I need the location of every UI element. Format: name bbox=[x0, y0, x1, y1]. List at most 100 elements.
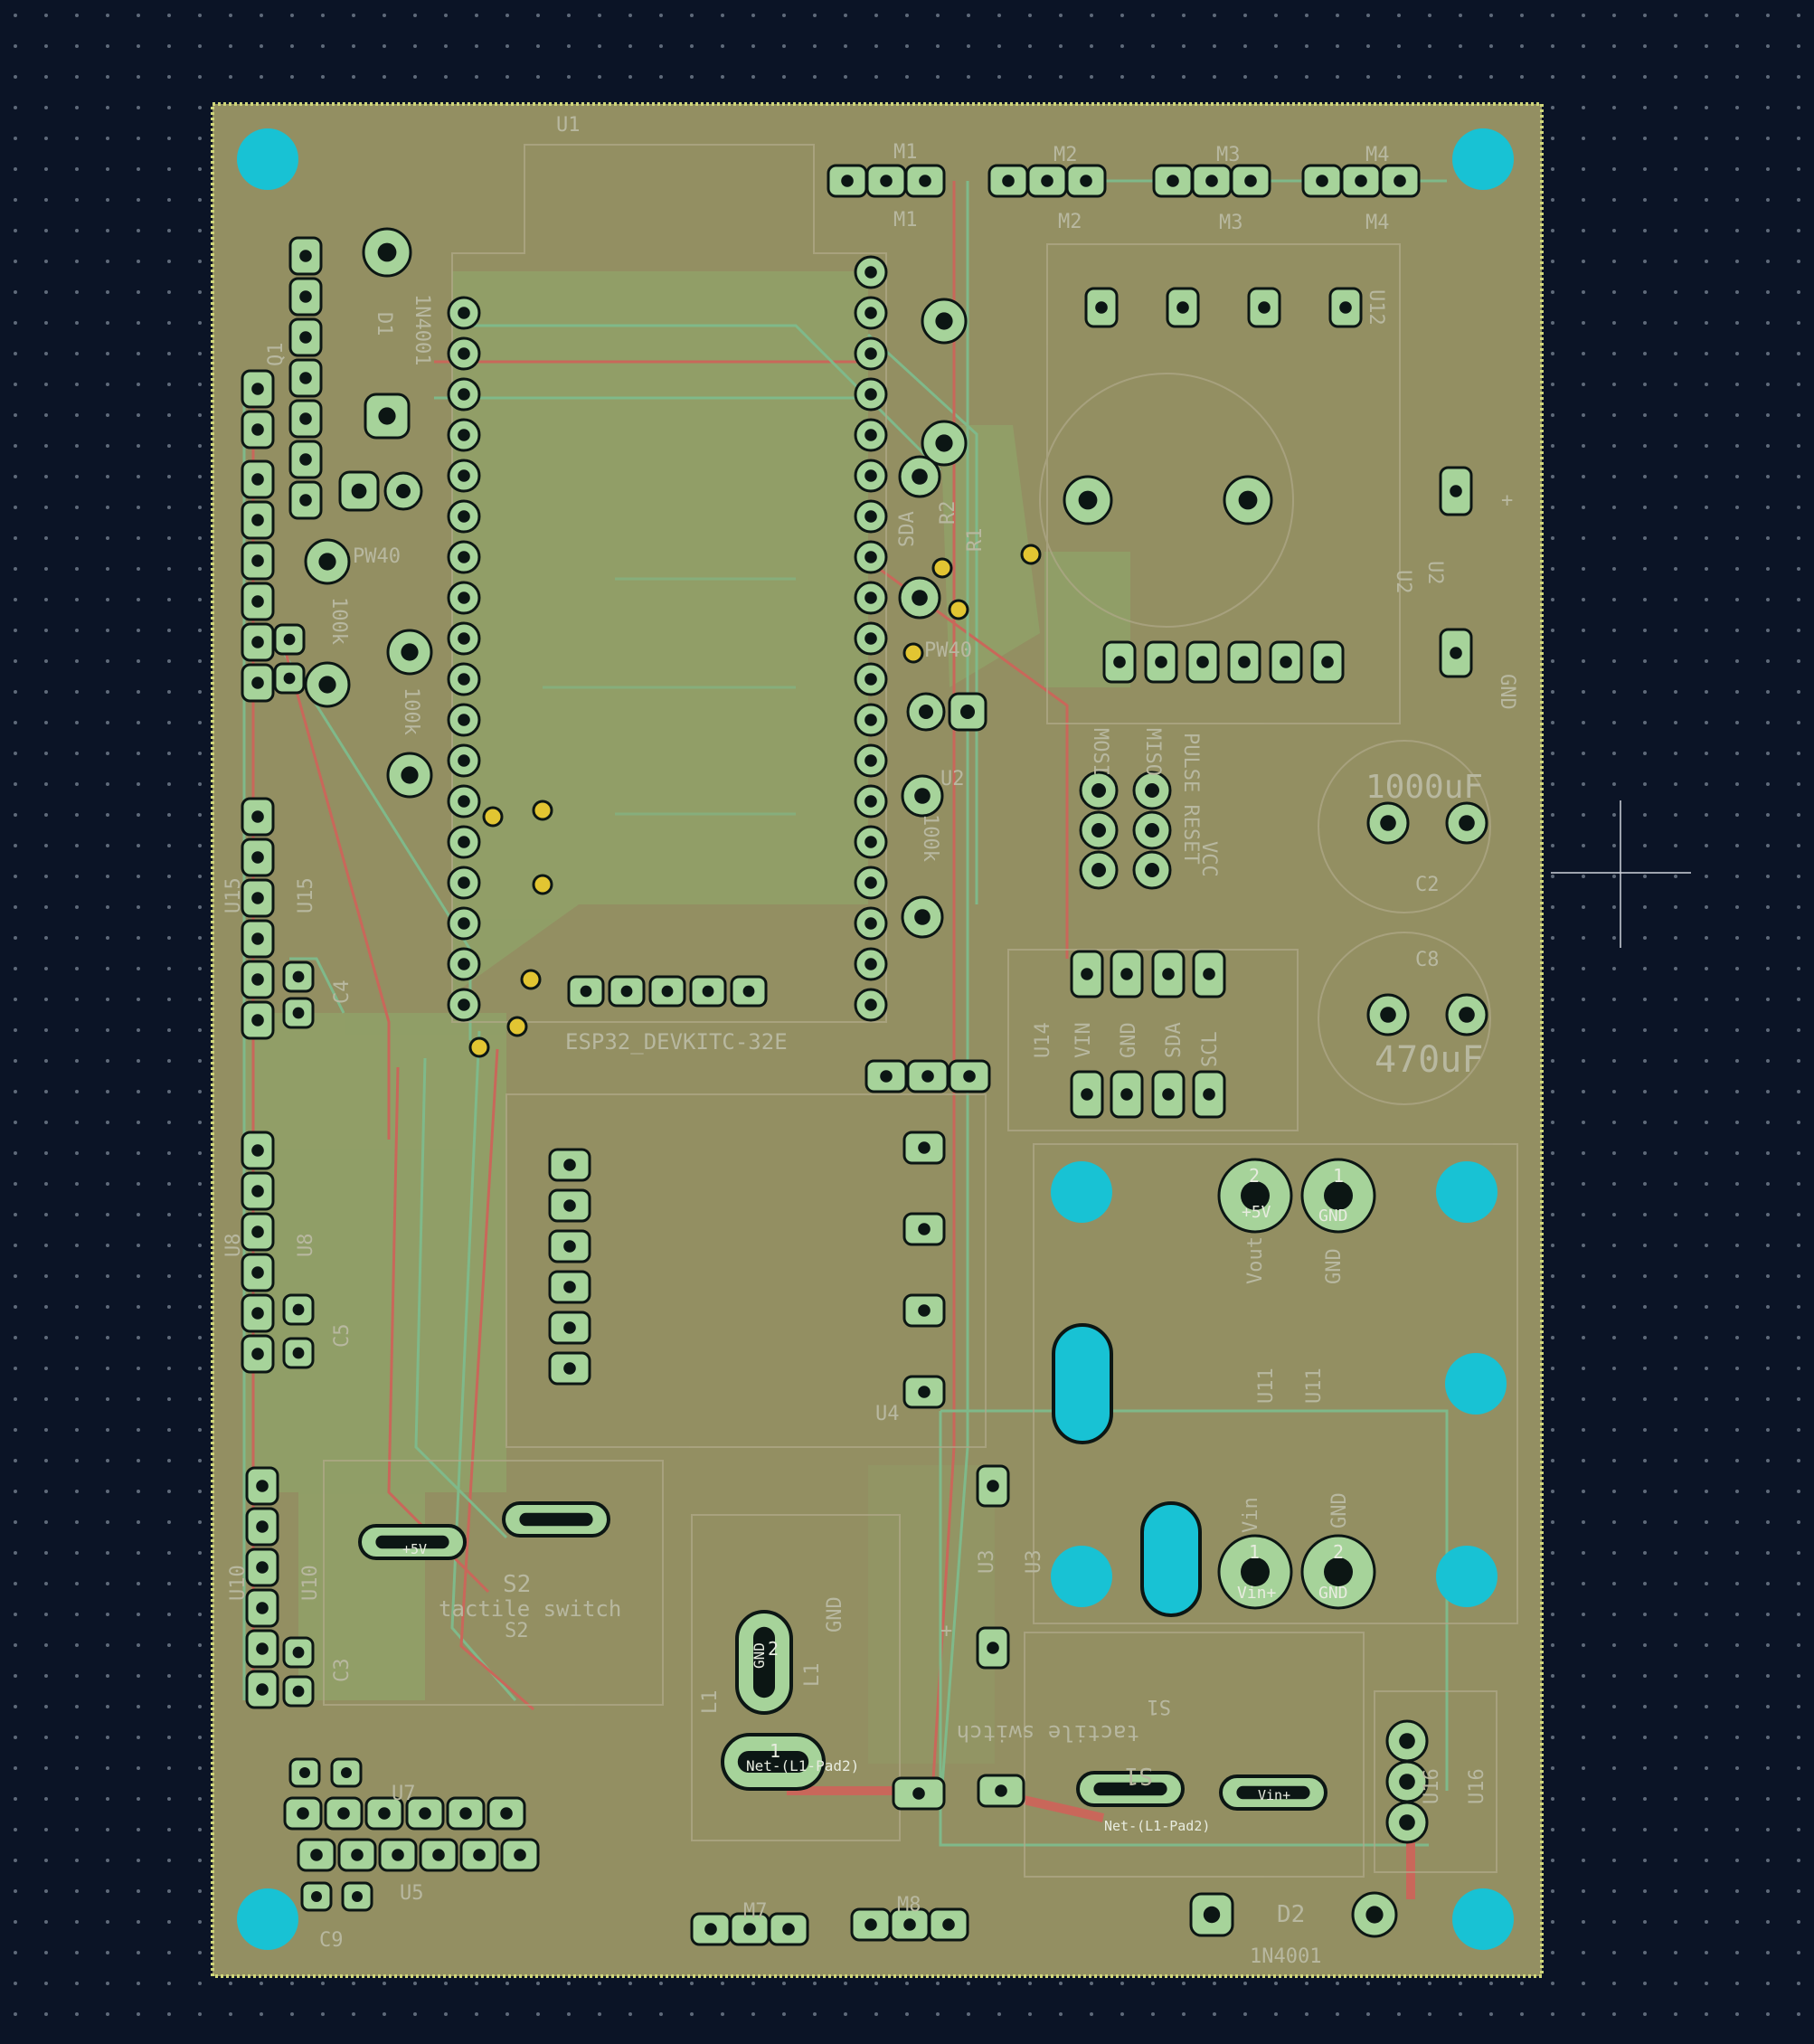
module-pin[interactable] bbox=[1310, 640, 1345, 684]
capacitor-pad[interactable] bbox=[282, 1293, 315, 1326]
capacitor-pad[interactable] bbox=[1366, 993, 1410, 1036]
module-pin[interactable] bbox=[1192, 950, 1226, 998]
resistor-pad[interactable] bbox=[304, 538, 351, 585]
motor-connector-pin[interactable] bbox=[1065, 164, 1107, 198]
module-pin[interactable] bbox=[548, 1188, 591, 1223]
esp32-left-pin[interactable] bbox=[447, 906, 481, 941]
header-pin[interactable] bbox=[288, 317, 323, 357]
resistor-pad[interactable] bbox=[386, 629, 433, 676]
header-pin[interactable] bbox=[241, 1000, 275, 1040]
header-pin[interactable] bbox=[245, 1547, 279, 1587]
transistor-pin[interactable] bbox=[906, 692, 946, 732]
capacitor-pad[interactable] bbox=[1445, 801, 1488, 845]
transistor-pin[interactable] bbox=[948, 692, 987, 732]
module-pin[interactable] bbox=[1070, 1070, 1104, 1119]
connector-pin[interactable] bbox=[1439, 466, 1473, 516]
header-pin[interactable] bbox=[446, 1796, 486, 1831]
header-pin[interactable] bbox=[241, 369, 275, 409]
header-pin[interactable] bbox=[1079, 850, 1119, 890]
fuse-pad[interactable] bbox=[977, 1774, 1025, 1808]
header-pin[interactable] bbox=[1132, 810, 1172, 850]
header-pin[interactable] bbox=[241, 622, 275, 662]
motor-connector-pin[interactable] bbox=[1379, 164, 1421, 198]
header-pin[interactable] bbox=[419, 1838, 458, 1872]
header-pin[interactable] bbox=[245, 1629, 279, 1669]
module-pin[interactable] bbox=[548, 1311, 591, 1345]
capacitor-pad[interactable] bbox=[273, 662, 306, 695]
esp32-right-pin[interactable] bbox=[854, 377, 888, 412]
diode-pad[interactable] bbox=[1189, 1892, 1234, 1937]
module-pin[interactable] bbox=[1151, 1070, 1186, 1119]
header-pin[interactable] bbox=[241, 797, 275, 837]
terminal-pad[interactable] bbox=[1300, 1158, 1376, 1234]
header-pin[interactable] bbox=[364, 1796, 404, 1831]
esp32-right-pin[interactable] bbox=[854, 825, 888, 859]
header-pin[interactable] bbox=[245, 1466, 279, 1506]
header-pin[interactable] bbox=[1132, 850, 1172, 890]
header-pin[interactable] bbox=[906, 1059, 950, 1093]
motor-connector-pin[interactable] bbox=[1026, 164, 1068, 198]
module-pin[interactable] bbox=[1151, 950, 1186, 998]
resistor-pad[interactable] bbox=[304, 661, 351, 708]
header-pin[interactable] bbox=[288, 440, 323, 479]
esp32-left-pin[interactable] bbox=[447, 336, 481, 371]
header-pin[interactable] bbox=[608, 975, 646, 1008]
capacitor-pad[interactable] bbox=[288, 1757, 321, 1788]
header-pin[interactable] bbox=[288, 236, 323, 276]
header-pin[interactable] bbox=[288, 358, 323, 398]
diode-pad[interactable] bbox=[362, 227, 412, 278]
header-pin[interactable] bbox=[1132, 771, 1172, 810]
esp32-left-pin[interactable] bbox=[447, 662, 481, 696]
resistor-pad[interactable] bbox=[898, 455, 941, 498]
regulator-pin[interactable] bbox=[1385, 1719, 1429, 1763]
header-pin[interactable] bbox=[378, 1838, 418, 1872]
motor-connector-pin[interactable] bbox=[827, 164, 868, 198]
header-pin[interactable] bbox=[241, 1212, 275, 1252]
esp32-left-pin[interactable] bbox=[447, 581, 481, 615]
resistor-pad[interactable] bbox=[901, 895, 944, 939]
diode-pad[interactable] bbox=[364, 393, 411, 440]
component-pin[interactable] bbox=[976, 1464, 1010, 1508]
module-pin[interactable] bbox=[1144, 640, 1178, 684]
module-pin[interactable] bbox=[902, 1293, 946, 1328]
motor-connector-pin[interactable] bbox=[928, 1907, 969, 1942]
resistor-pad[interactable] bbox=[921, 298, 968, 345]
esp32-right-pin[interactable] bbox=[854, 947, 888, 981]
esp32-left-pin[interactable] bbox=[447, 743, 481, 778]
header-pin[interactable] bbox=[288, 480, 323, 520]
esp32-right-pin[interactable] bbox=[854, 540, 888, 574]
switch-pad[interactable] bbox=[1219, 1774, 1327, 1811]
esp32-left-pin[interactable] bbox=[447, 866, 481, 900]
esp32-right-pin[interactable] bbox=[854, 906, 888, 941]
esp32-left-pin[interactable] bbox=[447, 621, 481, 656]
esp32-right-pin[interactable] bbox=[854, 621, 888, 656]
esp32-left-pin[interactable] bbox=[447, 825, 481, 859]
esp32-right-pin[interactable] bbox=[854, 336, 888, 371]
header-pin[interactable] bbox=[241, 459, 275, 499]
module-pin[interactable] bbox=[1110, 950, 1144, 998]
motor-connector-pin[interactable] bbox=[768, 1912, 809, 1946]
header-pin[interactable] bbox=[283, 1796, 323, 1831]
motor-connector-pin[interactable] bbox=[1152, 164, 1194, 198]
regulator-pin[interactable] bbox=[1084, 287, 1119, 328]
esp32-left-pin[interactable] bbox=[447, 988, 481, 1022]
esp32-right-pin[interactable] bbox=[854, 418, 888, 452]
esp32-left-pin[interactable] bbox=[447, 377, 481, 412]
module-pin[interactable] bbox=[902, 1212, 946, 1246]
esp32-right-pin[interactable] bbox=[854, 662, 888, 696]
module-pin[interactable] bbox=[1192, 1070, 1226, 1119]
switch-pad[interactable] bbox=[1076, 1771, 1185, 1807]
motor-connector-pin[interactable] bbox=[1340, 164, 1382, 198]
header-pin[interactable] bbox=[459, 1838, 499, 1872]
esp32-right-pin[interactable] bbox=[854, 581, 888, 615]
motor-connector-pin[interactable] bbox=[865, 164, 907, 198]
fuse-pad[interactable] bbox=[892, 1776, 946, 1811]
capacitor-pad[interactable] bbox=[273, 623, 306, 656]
capacitor-pad[interactable] bbox=[282, 1337, 315, 1369]
motor-connector-pin[interactable] bbox=[1230, 164, 1271, 198]
header-pin[interactable] bbox=[241, 663, 275, 703]
resistor-pad[interactable] bbox=[386, 752, 433, 799]
esp32-right-pin[interactable] bbox=[854, 866, 888, 900]
header-pin[interactable] bbox=[241, 1334, 275, 1374]
